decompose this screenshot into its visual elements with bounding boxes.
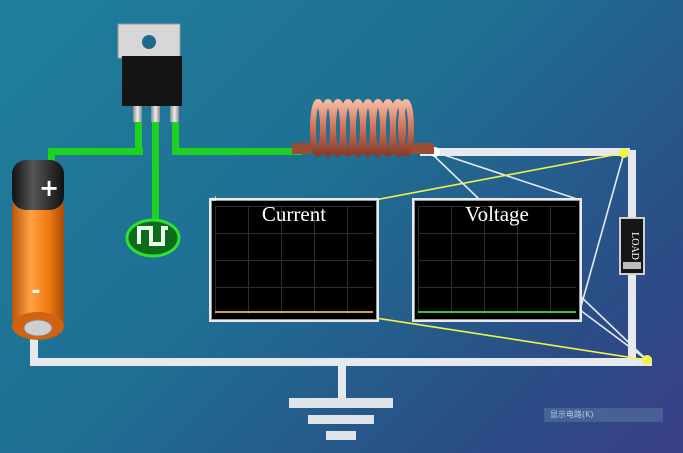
load-label: LOAD <box>629 232 640 260</box>
ground-icon <box>289 398 393 440</box>
square-wave-icon[interactable] <box>125 218 181 258</box>
battery-negative-label: - <box>31 279 40 304</box>
coil-icon[interactable] <box>292 99 434 157</box>
probe-node-bottom[interactable] <box>642 355 652 365</box>
voltage-scope-grid <box>418 206 576 314</box>
right-wire-lower <box>628 270 636 364</box>
ground-stem <box>338 362 346 398</box>
battery-positive-label: + <box>39 174 59 202</box>
scope-corner-label: ul <box>211 196 217 203</box>
current-scope-title: Current <box>261 202 327 226</box>
current-scope-grid <box>215 206 373 314</box>
probe-node-top[interactable] <box>619 148 629 158</box>
voltage-scope-title: Voltage <box>465 202 529 226</box>
status-bar-text: 显示电路(K) <box>550 410 594 419</box>
to220-transistor-icon[interactable] <box>117 23 182 122</box>
current-scope[interactable]: Current ul <box>209 196 379 322</box>
status-bar[interactable]: 显示电路(K) <box>544 408 663 422</box>
voltage-scope[interactable]: Voltage <box>412 198 582 322</box>
voltage-scope-trace <box>418 311 576 313</box>
current-scope-trace <box>215 311 373 313</box>
right-wire-upper <box>628 150 636 220</box>
battery-negative-wire <box>30 334 38 364</box>
load-resistor[interactable] <box>619 217 645 275</box>
battery[interactable] <box>12 160 64 340</box>
